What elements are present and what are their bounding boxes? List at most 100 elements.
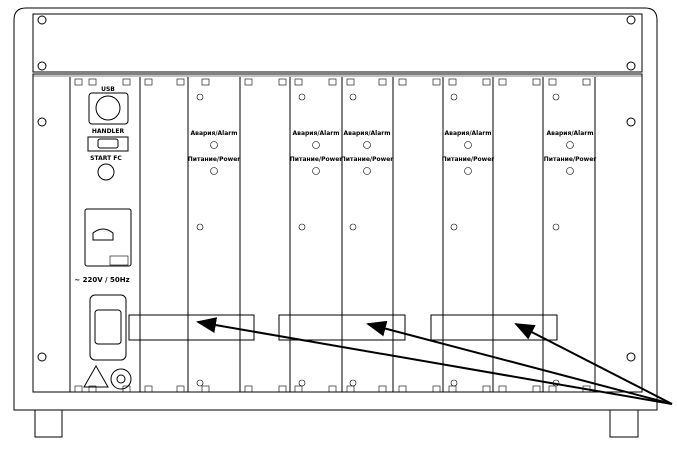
start-fc-label: START FC <box>90 155 122 162</box>
screw-icon <box>278 385 287 393</box>
screw-icon <box>294 385 303 393</box>
screw-icon <box>582 78 591 86</box>
screw-icon <box>196 379 204 387</box>
screw-icon <box>432 78 441 86</box>
top-panel <box>32 13 643 73</box>
control-panel: USB HANDLER START FC ~ 220V / 50Hz <box>74 86 132 390</box>
screw-icon <box>244 385 253 393</box>
usb-label: USB <box>101 86 115 93</box>
power-label: Питание/Power <box>188 156 240 163</box>
screw-icon <box>37 117 47 127</box>
screw-icon <box>626 15 636 25</box>
modules: Авария/AlarmПитание/PowerАвария/AlarmПит… <box>188 93 596 387</box>
screw-icon <box>498 385 507 393</box>
power-label: Питание/Power <box>341 156 393 163</box>
foot-left <box>34 410 63 438</box>
screw-icon <box>432 385 441 393</box>
chassis-outline <box>13 7 658 411</box>
usb-connector[interactable] <box>88 92 129 125</box>
screw-icon <box>196 93 204 101</box>
label-plate-2 <box>278 314 406 341</box>
screw-icon <box>176 385 185 393</box>
power-label: Питание/Power <box>442 156 494 163</box>
power-led <box>363 167 371 175</box>
screw-icon <box>278 78 287 86</box>
screw-icon <box>298 93 306 101</box>
screw-icon <box>144 385 153 393</box>
power-led <box>210 167 218 175</box>
screw-icon <box>196 223 204 231</box>
screw-icon <box>548 78 557 86</box>
screw-icon <box>450 223 458 231</box>
alarm-label: Авария/Alarm <box>344 130 391 137</box>
arrow-2 <box>366 320 673 405</box>
screw-icon <box>548 385 557 393</box>
screw-icon <box>328 78 337 86</box>
main-panel <box>32 73 643 393</box>
alarm-led <box>464 141 472 149</box>
screw-icon <box>37 61 47 71</box>
screw-icon <box>626 61 636 71</box>
screws <box>37 15 636 393</box>
screw-icon <box>88 78 97 86</box>
screw-icon <box>349 93 357 101</box>
power-switch[interactable] <box>84 208 132 267</box>
screw-icon <box>201 385 210 393</box>
screw-icon <box>122 78 131 86</box>
arrow-3 <box>514 323 673 405</box>
alarm-label: Авария/Alarm <box>547 130 594 137</box>
screw-icon <box>626 117 636 127</box>
screw-icon <box>448 78 457 86</box>
screw-icon <box>37 352 47 362</box>
alarm-label: Авария/Alarm <box>191 130 238 137</box>
screw-icon <box>552 223 560 231</box>
screw-icon <box>298 223 306 231</box>
power-label: Питание/Power <box>290 156 342 163</box>
screw-icon <box>144 78 153 86</box>
alarm-led <box>566 141 574 149</box>
power-label: Питание/Power <box>544 156 596 163</box>
screw-icon <box>328 385 337 393</box>
power-led <box>464 167 472 175</box>
screw-icon <box>74 385 83 393</box>
start-fc-connector[interactable] <box>97 163 115 181</box>
screw-icon <box>346 385 355 393</box>
screw-icon <box>201 78 210 86</box>
screw-icon <box>450 93 458 101</box>
screw-icon <box>298 379 306 387</box>
alarm-led <box>363 141 371 149</box>
power-inlet[interactable] <box>89 294 127 361</box>
ground-terminal-icon <box>110 368 132 390</box>
screw-icon <box>398 78 407 86</box>
screw-icon <box>294 78 303 86</box>
screw-icon <box>88 385 97 393</box>
label-plate-1 <box>128 314 255 341</box>
power-led <box>312 167 320 175</box>
screw-icon <box>346 78 355 86</box>
screw-icon <box>448 385 457 393</box>
screw-icon <box>552 93 560 101</box>
screw-icon <box>482 385 491 393</box>
screw-icon <box>626 352 636 362</box>
alarm-label: Авария/Alarm <box>445 130 492 137</box>
foot-right <box>609 410 639 438</box>
handler-connector[interactable] <box>87 136 129 152</box>
screw-icon <box>349 223 357 231</box>
screw-icon <box>532 78 541 86</box>
screw-icon <box>482 78 491 86</box>
handler-label: HANDLER <box>92 128 125 135</box>
screw-icon <box>37 15 47 25</box>
screw-icon <box>498 78 507 86</box>
arrow-1 <box>196 317 673 405</box>
screw-icon <box>378 78 387 86</box>
voltage-label: ~ 220V / 50Hz <box>74 276 129 284</box>
screw-icon <box>450 379 458 387</box>
label-plate-3 <box>430 314 558 341</box>
alarm-led <box>210 141 218 149</box>
screw-icon <box>244 78 253 86</box>
